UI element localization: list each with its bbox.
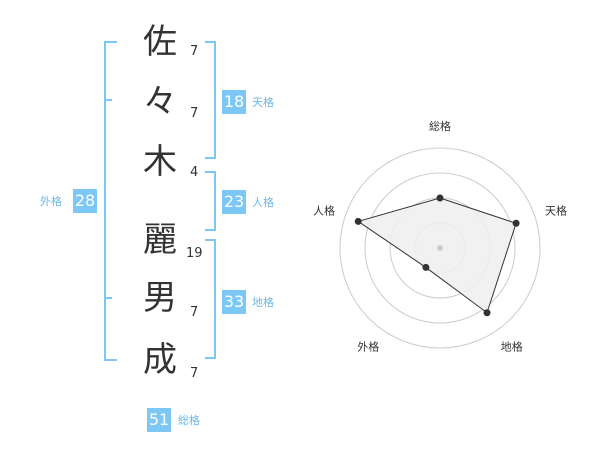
radar-score-polygon [357,197,517,314]
jinkaku-label: 人格 [252,196,274,209]
stroke-count-5: 7 [190,305,199,320]
radar-point-2 [512,219,520,227]
gaikaku-bracket [104,41,117,361]
radar-point-4 [422,263,430,271]
soukaku-value: 51 [147,408,171,432]
name-char-1: 佐 [143,22,177,62]
stroke-count-4: 19 [186,246,203,261]
name-char-6: 成 [143,340,177,380]
chikaku-value: 33 [222,290,246,314]
name-char-2: 々 [143,82,177,122]
tenkaku-label: 天格 [252,96,274,109]
stroke-count-6: 7 [190,366,199,381]
jinkaku-bracket [205,171,216,231]
gaikaku-label: 外格 [40,195,62,208]
soukaku-label: 総格 [178,414,200,427]
name-char-5: 男 [143,278,177,318]
radar-axis-label: 総格 [429,119,451,133]
tenkaku-value: 18 [222,90,246,114]
name-char-4: 麗 [143,220,177,260]
radar-point-1 [436,194,444,202]
gaikaku-value: 28 [73,189,97,213]
radar-axis-label: 人格 [313,203,335,217]
radar-ring [364,172,516,324]
stroke-count-1: 7 [190,44,199,59]
radar-center-dot [437,245,443,251]
chikaku-label: 地格 [252,296,274,309]
radar-axis-label: 天格 [545,203,567,217]
radar-point-5 [354,217,362,225]
radar-ring [339,147,541,349]
radar-axis-label: 外格 [357,340,379,354]
name-char-3: 木 [143,142,177,182]
chikaku-bracket [205,239,216,359]
tenkaku-bracket [205,41,216,159]
stroke-count-2: 7 [190,106,199,121]
radar-axis-label: 地格 [501,340,523,354]
jinkaku-value: 23 [222,190,246,214]
stroke-count-3: 4 [190,165,199,180]
radar-point-3 [483,309,491,317]
